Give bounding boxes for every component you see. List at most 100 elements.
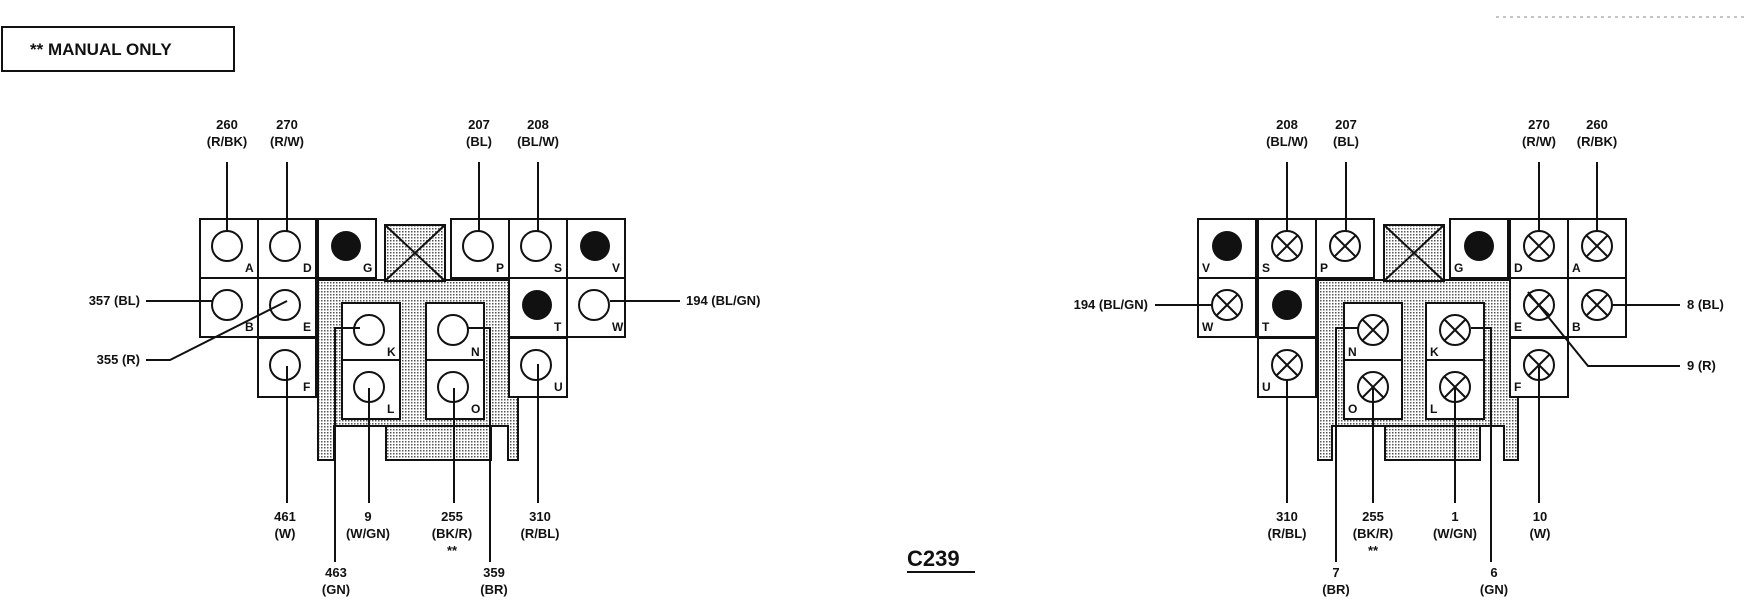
wire-label-l: (W/GN) [1433, 526, 1477, 541]
pin-d [269, 230, 301, 262]
pin-p [462, 230, 494, 262]
wire-label-l: 9 [364, 509, 371, 524]
wire-label-f: (W) [1530, 526, 1551, 541]
socket-cross-w [1216, 294, 1238, 316]
wire-label-k: 6 [1490, 565, 1497, 580]
wire-n [1335, 327, 1359, 562]
pin-letter-t: T [1262, 320, 1270, 334]
wire-label-a: 260 [216, 117, 238, 132]
wire-label-u: (R/BL) [521, 526, 560, 541]
blank-cavity-cross [1383, 224, 1445, 282]
housing-key [1384, 425, 1481, 461]
wire-label-a: (R/BK) [207, 134, 247, 149]
wire-label-b: 357 (BL) [89, 293, 140, 308]
wire-label-f: (W) [275, 526, 296, 541]
wire-label-e: 355 (R) [97, 352, 140, 367]
socket-cross-n [1362, 319, 1384, 341]
pin-letter-d: D [1514, 261, 1523, 275]
pin-letter-l: L [1430, 402, 1437, 416]
pin-letter-o: O [1348, 402, 1357, 416]
wire-label-k: (GN) [322, 582, 350, 597]
pin-f [269, 349, 301, 381]
pin-letter-w: W [612, 320, 624, 334]
pin-letter-u: U [554, 380, 563, 394]
wire-label-n: (BR) [480, 582, 507, 597]
socket-cross-f [1528, 354, 1550, 376]
pin-letter-p: P [496, 261, 504, 275]
housing-key [385, 425, 491, 461]
wire-label-o: 255 [441, 509, 463, 524]
pin-letter-a: A [1572, 261, 1581, 275]
wire-label-d: 270 [276, 117, 298, 132]
wire-label-s: (BL/W) [1266, 134, 1308, 149]
cavity-k [1425, 302, 1485, 363]
pin-n [437, 314, 469, 346]
wire-e [146, 300, 288, 361]
plugged-pin-v [1212, 231, 1242, 261]
wire-label-s: 208 [1276, 117, 1298, 132]
pin-letter-f: F [1514, 380, 1521, 394]
pin-letter-w: W [1202, 320, 1214, 334]
wire-label-p: 207 [1335, 117, 1357, 132]
cavity-w [566, 277, 626, 338]
pin-letter-g: G [1454, 261, 1463, 275]
pin-letter-p: P [1320, 261, 1328, 275]
wire-label-n: (BR) [1322, 582, 1349, 597]
wire-label-k: (GN) [1480, 582, 1508, 597]
socket-cross-d [1528, 235, 1550, 257]
pin-e [269, 289, 301, 321]
pin-letter-b: B [1572, 320, 1581, 334]
pin-letter-t: T [554, 320, 562, 334]
plugged-pin-t [1272, 290, 1302, 320]
pin-letter-f: F [303, 380, 310, 394]
socket-cross-a [1586, 235, 1608, 257]
socket-cross-s [1276, 235, 1298, 257]
pin-letter-v: V [1202, 261, 1210, 275]
pin-letter-n: N [1348, 345, 1357, 359]
wire-label-d: (R/W) [270, 134, 304, 149]
note-text: ** MANUAL ONLY [30, 40, 172, 59]
pin-letter-u: U [1262, 380, 1271, 394]
wire-label-u: (R/BL) [1268, 526, 1307, 541]
wire-label-a: 260 [1586, 117, 1608, 132]
wire-label-s: (BL/W) [517, 134, 559, 149]
wire-label-f: 10 [1533, 509, 1547, 524]
wire-label-s: 208 [527, 117, 549, 132]
wire-label-d: (R/W) [1522, 134, 1556, 149]
manual-only-note: ** MANUAL ONLY [1, 26, 235, 72]
pin-letter-g: G [363, 261, 372, 275]
pin-letter-s: S [1262, 261, 1270, 275]
pin-letter-v: V [612, 261, 620, 275]
wire-label-l: (W/GN) [346, 526, 390, 541]
pin-letter-e: E [303, 320, 311, 334]
pin-a [211, 230, 243, 262]
wire-label-p: 207 [468, 117, 490, 132]
pin-letter-d: D [303, 261, 312, 275]
wire-label-u: 310 [1276, 509, 1298, 524]
plugged-pin-v [580, 231, 610, 261]
wire-label-o: 255 [1362, 509, 1384, 524]
pin-u [520, 349, 552, 381]
wire-label-e: 9 (R) [1687, 358, 1716, 373]
pin-letter-l: L [387, 402, 394, 416]
connector-id: C239 [907, 546, 960, 571]
wire-label-p: (BL) [1333, 134, 1359, 149]
socket-cross-k [1444, 319, 1466, 341]
wire-e [1527, 291, 1680, 367]
pin-s [520, 230, 552, 262]
socket-cross-u [1276, 354, 1298, 376]
socket-cross-o [1362, 376, 1384, 398]
wire-label-u: 310 [529, 509, 551, 524]
wire-label-p: (BL) [466, 134, 492, 149]
pin-letter-b: B [245, 320, 254, 334]
wire-label-o: (BK/R) [432, 526, 472, 541]
wire-label-k: 463 [325, 565, 347, 580]
connector-caption: C239 [907, 546, 975, 573]
pin-w [578, 289, 610, 321]
wire-label-o: ** [1368, 543, 1379, 558]
pin-letter-k: K [387, 345, 396, 359]
pin-letter-k: K [1430, 345, 1439, 359]
wire-label-d: 270 [1528, 117, 1550, 132]
